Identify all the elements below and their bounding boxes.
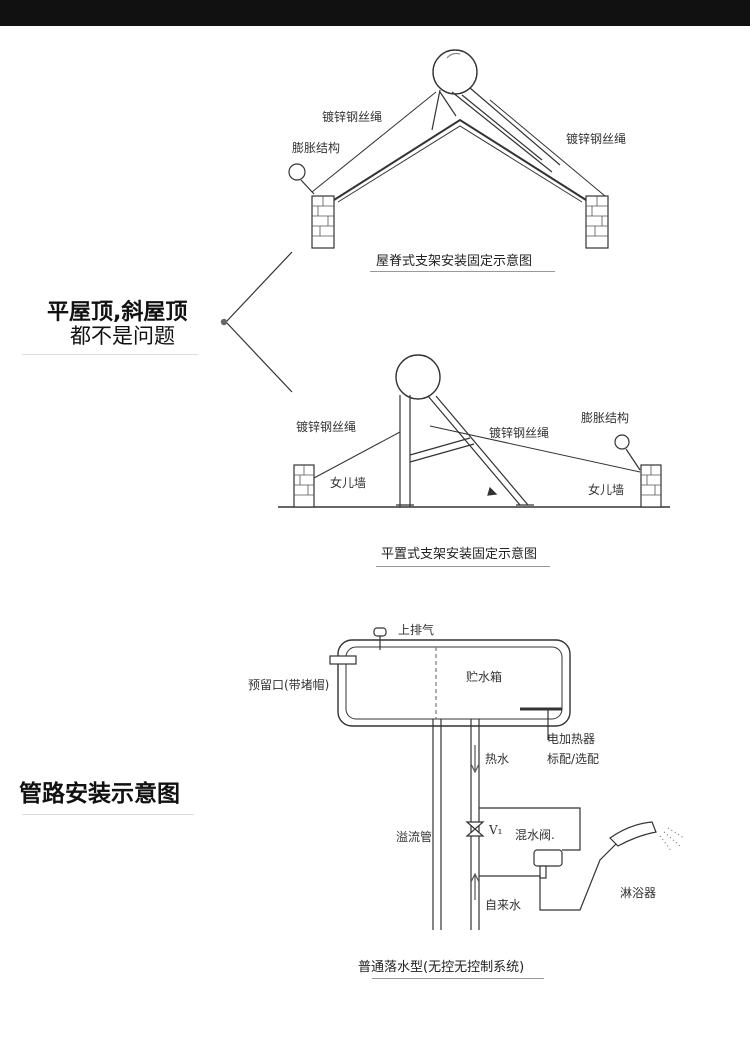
ridge-wire-left-label: 镀锌钢丝绳 [322,110,383,124]
roof-subheading: 都不是问题 [70,324,175,348]
ridge-caption-rule [370,271,555,272]
shower-label: 淋浴器 [620,886,657,900]
pipe-heading: 管路安装示意图 [19,781,180,807]
top-bar [0,0,750,26]
flat-expansion-label: 膨胀结构 [581,411,630,425]
heading-connector [225,251,293,393]
flat-wire-mid-label: 镀锌钢丝绳 [489,426,550,440]
flat-caption-rule [376,566,550,567]
valve-symbol: V₁ [489,823,503,837]
flat-parapet-right-label: 女儿墙 [588,483,625,497]
heater-label: 电加热器 [547,732,596,746]
vent-label: 上排气 [398,623,435,637]
flat-parapet-left-label: 女儿墙 [330,476,367,490]
tap-water-label: 自来水 [485,898,522,912]
roof-heading-rule [22,354,198,355]
pipe-caption: 普通落水型(无控无控制系统) [358,960,525,975]
tank-label: 贮水箱 [466,670,503,684]
heater-note-label: 标配/选配 [547,752,600,766]
flat-diagram [278,354,670,508]
pipe-heading-rule [22,814,194,815]
overflow-label: 溢流管 [396,830,433,844]
ridge-diagram [288,49,609,249]
ridge-caption: 屋脊式支架安装固定示意图 [376,254,533,269]
reserved-port-label: 预留口(带堵帽) [248,678,330,692]
flat-wire-left-label: 镀锌钢丝绳 [296,420,357,434]
ridge-wire-right-label: 镀锌钢丝绳 [566,132,627,146]
ridge-expansion-label: 膨胀结构 [292,141,341,155]
roof-heading: 平屋顶,斜屋顶 [47,300,188,325]
valve-label: 混水阀. [515,828,555,842]
pipe-diagram [329,627,685,930]
flat-caption: 平置式支架安装固定示意图 [381,547,538,562]
hot-water-label: 热水 [485,752,510,766]
pipe-caption-rule [372,978,544,979]
